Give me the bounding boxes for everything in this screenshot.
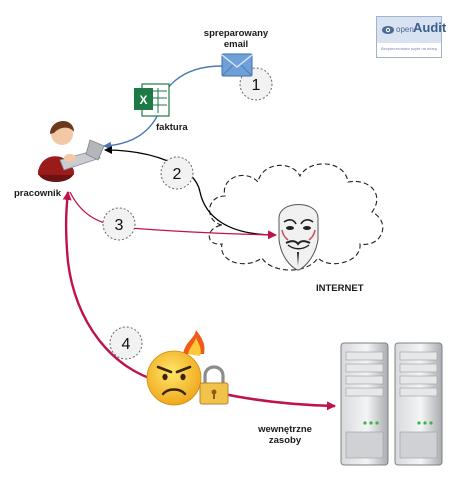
- step-2-badge: 2: [160, 156, 194, 190]
- logo-open-text: open: [396, 25, 414, 34]
- invoice-label: faktura: [156, 122, 188, 133]
- attack-arrow-up: [62, 191, 166, 385]
- svg-text:1: 1: [252, 77, 261, 94]
- svg-text:4: 4: [122, 336, 131, 353]
- angry-face-icon: [146, 330, 205, 406]
- resources-label-line-2: zasoby: [268, 435, 302, 446]
- resources-label: wewnętrzne zasoby: [252, 424, 318, 446]
- email-label: spreparowany email: [196, 28, 276, 50]
- logo-audit-text: Audit: [413, 20, 447, 35]
- svg-text:2: 2: [173, 166, 182, 183]
- envelope-icon: [221, 53, 253, 77]
- server-icon: [340, 342, 389, 466]
- openaudit-logo: open Audit Bezpieczeństwo szyte na miarę: [376, 16, 446, 58]
- server-icon: [394, 342, 443, 466]
- logo-banner: open Audit: [377, 17, 446, 43]
- email-label-line-2: email: [223, 39, 249, 50]
- link-arrow: [104, 146, 277, 236]
- step-4-badge: 4: [109, 326, 143, 360]
- resources-label-line-1: wewnętrzne: [258, 424, 312, 435]
- internet-label: INTERNET: [316, 283, 364, 294]
- svg-text:X: X: [139, 93, 147, 107]
- step-3-badge: 3: [102, 207, 136, 241]
- padlock-icon: [199, 365, 229, 405]
- svg-text:3: 3: [115, 217, 124, 234]
- exfiltration-arrow: [69, 191, 277, 240]
- attack-arrow-servers: [214, 390, 336, 411]
- email-label-line-1: spreparowany: [203, 28, 269, 39]
- internet-cloud-icon: [208, 163, 384, 271]
- employee-label: pracownik: [14, 188, 61, 199]
- excel-file-icon: X: [134, 83, 170, 117]
- person-with-laptop-icon: [38, 120, 105, 182]
- anonymous-mask-icon: [278, 204, 319, 271]
- logo-tagline: Bezpieczeństwo szyte na miarę: [380, 46, 438, 51]
- eye-icon: [382, 26, 394, 34]
